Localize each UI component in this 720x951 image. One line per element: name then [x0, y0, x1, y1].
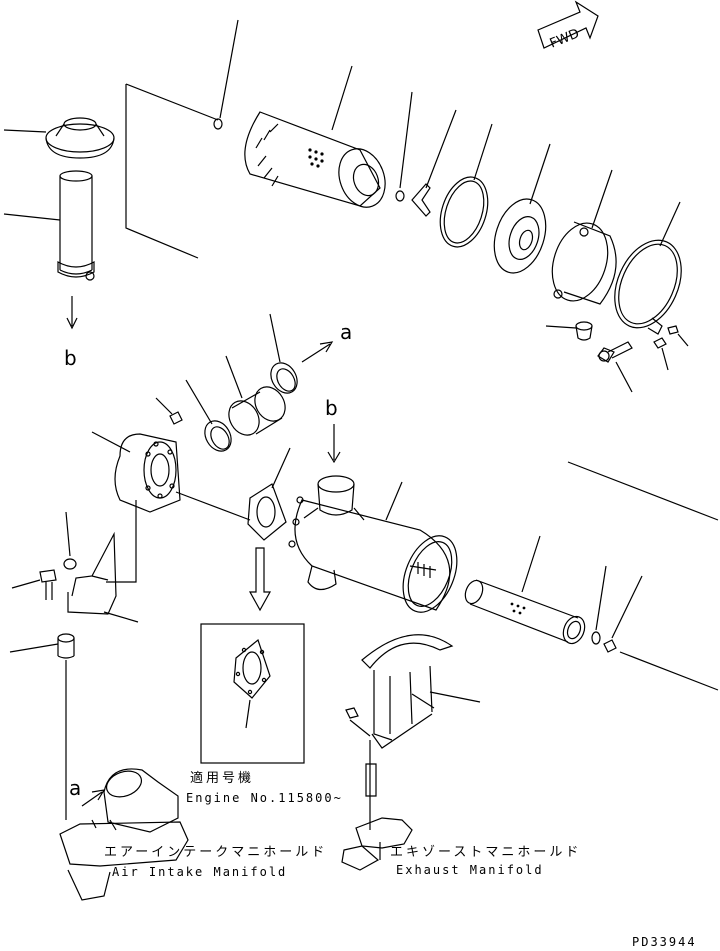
- intake-manifold: [59, 768, 189, 901]
- reference-label-b: b: [64, 346, 77, 370]
- hose-clamp: [204, 420, 232, 452]
- leader-line: [9, 643, 59, 653]
- air-cleaner-body: [244, 111, 386, 208]
- leader-line: [11, 579, 41, 589]
- reference-label-b: b: [325, 396, 338, 420]
- washer: [63, 558, 77, 570]
- inner-element-cover: [493, 198, 547, 274]
- reference-label-a: a: [69, 776, 82, 800]
- exhaust-manifold-label-jp: エキゾーストマニホールド: [390, 845, 582, 860]
- applicable-serial-title: 適用号機: [190, 771, 255, 786]
- band-bolt: [597, 341, 633, 363]
- installation-frame-line: [125, 83, 219, 259]
- leader-line: [545, 325, 577, 329]
- forward-arrow-icon: FWD: [537, 0, 599, 52]
- pre-cleaner-cap: [45, 117, 115, 159]
- leader-line: [269, 313, 281, 363]
- intake-manifold-label-jp: エアーインテークマニホールド: [104, 845, 328, 860]
- leader-line: [595, 565, 607, 631]
- band-washer: [667, 325, 679, 335]
- leader-line: [661, 347, 669, 371]
- drawing-number: PD33944: [632, 935, 697, 949]
- leader-line: [155, 397, 173, 415]
- leader-line: [103, 611, 139, 623]
- leader-line: [385, 481, 403, 521]
- leader-line: [429, 691, 481, 703]
- detail-box: [200, 623, 305, 764]
- leader-line: [3, 129, 61, 221]
- intake-manifold-label-en: Air Intake Manifold: [112, 865, 288, 879]
- bracket-bolt: [39, 569, 57, 600]
- arrow-down-icon: [66, 296, 78, 330]
- leader-line: [219, 19, 353, 131]
- leader-line: [399, 91, 457, 189]
- gasket-ring: [443, 180, 485, 244]
- reference-label-a: a: [340, 320, 353, 344]
- leader-line: [473, 123, 493, 181]
- arrow-up-right-icon: [81, 789, 106, 807]
- exhaust-manifold-label-en: Exhaust Manifold: [396, 863, 544, 877]
- leader-line: [91, 431, 131, 453]
- stud: [365, 763, 377, 797]
- wing-nut: [603, 639, 617, 653]
- engine-serial-number: Engine No.115800~: [186, 791, 343, 805]
- leader-line: [529, 143, 551, 205]
- installation-frame-line: [567, 461, 719, 691]
- intake-elbow: [106, 433, 181, 583]
- installation-frame-line: [349, 719, 371, 830]
- safety-element: [464, 579, 586, 645]
- o-ring: [213, 118, 223, 130]
- arrow-up-right-icon: [301, 341, 334, 363]
- leader-line: [591, 169, 613, 229]
- o-ring: [591, 631, 601, 645]
- leader-line: [611, 575, 643, 639]
- bolt: [345, 707, 359, 719]
- arrow-down-icon: [327, 424, 341, 464]
- leader-line: [65, 511, 71, 557]
- leader-line: [521, 535, 541, 593]
- mounting-bracket: [67, 531, 117, 615]
- dust-cup: [551, 221, 617, 305]
- leader-line: [185, 379, 213, 425]
- flange-gasket: [247, 483, 287, 541]
- nut: [169, 411, 183, 425]
- exhaust-support-bracket: [361, 634, 454, 749]
- rubber-hose: [228, 386, 286, 436]
- mounting-band: [614, 239, 682, 335]
- wing-nut: [395, 183, 431, 217]
- air-cleaner-housing: [288, 475, 458, 613]
- leader-line: [225, 355, 243, 399]
- band-nut: [653, 337, 667, 349]
- leader-line: [677, 333, 689, 347]
- exhaust-manifold: [341, 817, 413, 871]
- hollow-arrow-icon: [248, 547, 272, 612]
- evacuator-valve: [575, 321, 593, 341]
- leader-line: [271, 447, 291, 489]
- leader-line: [659, 201, 681, 247]
- hose-clamp: [270, 362, 298, 394]
- installation-frame-line: [175, 491, 251, 521]
- pre-cleaner-tube: [57, 170, 95, 281]
- spacer: [57, 633, 75, 659]
- leader-line: [615, 361, 633, 393]
